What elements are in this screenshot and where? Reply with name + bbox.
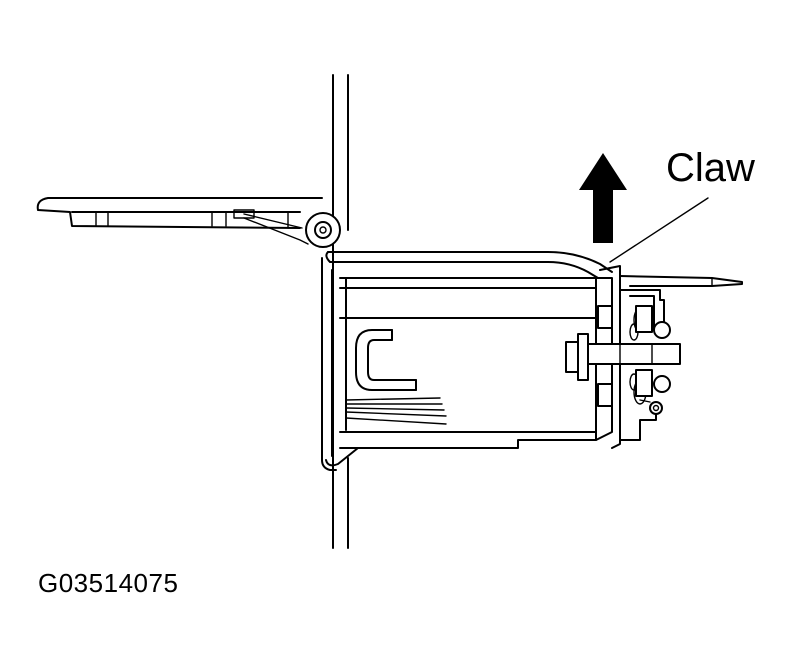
hinge	[305, 212, 341, 248]
open-lid	[36, 197, 323, 245]
figure-id: G03514075	[38, 568, 179, 598]
claw-label: Claw	[666, 146, 755, 190]
callout-leader-line	[609, 197, 709, 263]
housing	[321, 251, 613, 471]
latch-mechanism	[565, 265, 743, 449]
up-arrow-icon	[579, 153, 627, 243]
